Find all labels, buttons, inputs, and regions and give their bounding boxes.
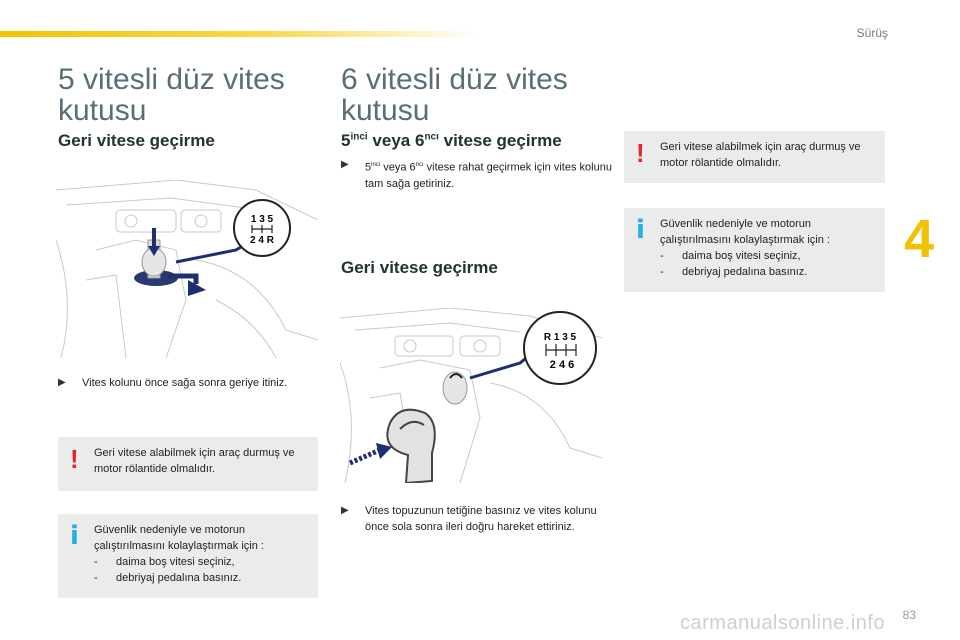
right-info-box: i Güvenlik nedeniyle ve motorun çalıştır… xyxy=(624,208,885,292)
list-item: daima boş vitesi seçiniz, xyxy=(660,248,875,264)
left-gear-label-bottom: 2 4 R xyxy=(250,235,275,246)
list-item: daima boş vitesi seçiniz, xyxy=(94,554,308,570)
left-info-intro: Güvenlik nedeniyle ve motorun çalıştırıl… xyxy=(94,524,264,552)
arrow-right-icon: ▶ xyxy=(58,377,66,388)
middle-instruction-1: ▶ 5inci veya 6ncı vitese rahat geçirmek … xyxy=(341,159,612,190)
info-icon: i xyxy=(636,215,645,245)
left-instruction: ▶ Vites kolunu önce sağa sonra geriye it… xyxy=(58,377,288,389)
right-warning-box: ! Geri vitese alabilmek için araç durmuş… xyxy=(624,131,885,183)
middle-gear-label-bottom: 2 4 6 xyxy=(550,359,574,371)
gear-lever-6-speed-illustration: R 1 3 5 2 4 6 xyxy=(340,308,602,483)
left-info-list: daima boş vitesi seçiniz, debriyaj pedal… xyxy=(94,554,308,586)
left-title: 5 vitesli düz vites kutusu xyxy=(58,63,285,127)
exclamation-icon: ! xyxy=(636,138,645,168)
gear-lever-5-speed-illustration: 1 3 5 2 4 R xyxy=(56,180,318,358)
list-item: debriyaj pedalına basınız. xyxy=(660,264,875,280)
middle-gear-label-top: R 1 3 5 xyxy=(544,332,577,343)
right-info-list: daima boş vitesi seçiniz, debriyaj pedal… xyxy=(660,248,875,280)
info-icon: i xyxy=(70,521,79,551)
list-item: debriyaj pedalına basınız. xyxy=(94,570,308,586)
left-warning-box: ! Geri vitese alabilmek için araç durmuş… xyxy=(58,437,318,491)
exclamation-icon: ! xyxy=(70,444,79,474)
middle-subtitle-5th-6th: 5inci veya 6ncı vitese geçirme xyxy=(341,131,562,150)
chapter-number: 4 xyxy=(904,209,935,269)
left-subtitle: Geri vitese geçirme xyxy=(58,131,215,150)
middle-title: 6 vitesli düz vites kutusu xyxy=(341,63,568,127)
watermark: carmanualsonline.info xyxy=(680,612,886,634)
page-number: 83 xyxy=(902,608,916,622)
left-warning-text: Geri vitese alabilmek için araç durmuş v… xyxy=(94,447,295,475)
arrow-right-icon: ▶ xyxy=(341,505,349,516)
section-label: Sürüş xyxy=(856,26,888,40)
left-gear-label-top: 1 3 5 xyxy=(251,214,274,225)
middle-instruction-2: ▶ Vites topuzunun tetiğine basınız ve vi… xyxy=(341,505,597,533)
right-warning-text: Geri vitese alabilmek için araç durmuş v… xyxy=(660,141,861,169)
arrow-right-icon: ▶ xyxy=(341,159,349,170)
middle-subtitle-reverse: Geri vitese geçirme xyxy=(341,258,498,277)
header-accent-bar xyxy=(0,31,480,37)
left-info-box: i Güvenlik nedeniyle ve motorun çalıştır… xyxy=(58,514,318,598)
right-info-intro: Güvenlik nedeniyle ve motorun çalıştırıl… xyxy=(660,218,830,246)
